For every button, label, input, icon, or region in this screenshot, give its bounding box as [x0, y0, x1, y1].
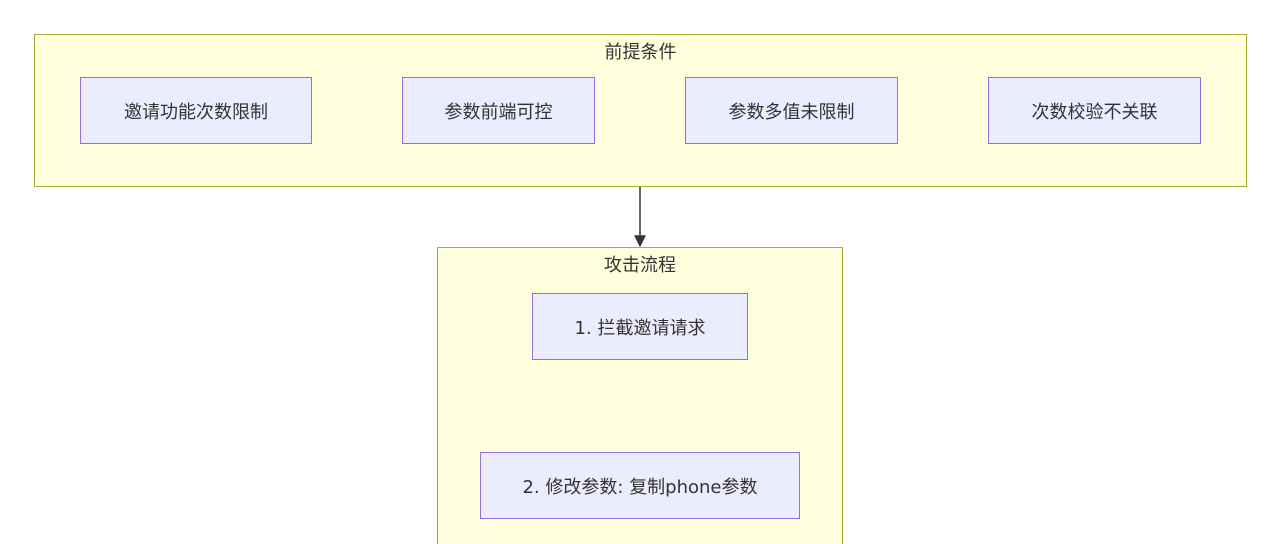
- node-param-multivalue-unrestricted[interactable]: 参数多值未限制: [685, 77, 898, 144]
- cluster-attack-flow-title: 攻击流程: [604, 255, 676, 276]
- node-step-modify-params[interactable]: 2. 修改参数: 复制phone参数: [480, 452, 800, 519]
- node-param-frontend-controllable[interactable]: 参数前端可控: [402, 77, 595, 144]
- node-invite-limit[interactable]: 邀请功能次数限制: [80, 77, 312, 144]
- node-count-check-unlinked[interactable]: 次数校验不关联: [988, 77, 1201, 144]
- node-step-intercept-request[interactable]: 1. 拦截邀请请求: [532, 293, 748, 360]
- cluster-preconditions-title: 前提条件: [604, 42, 677, 63]
